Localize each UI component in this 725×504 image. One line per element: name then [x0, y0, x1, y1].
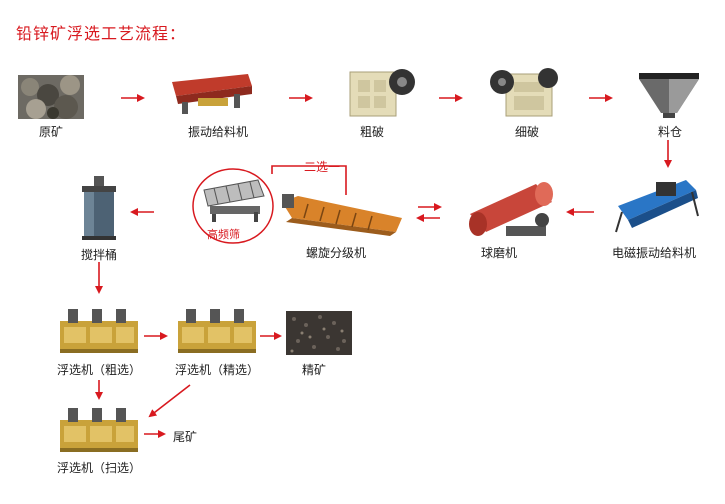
em-feeder-label: 电磁振动给料机	[611, 246, 697, 260]
flotation-cleaner-image	[174, 303, 260, 355]
flotation-scavenger-label: 浮选机（扫选）	[56, 461, 142, 475]
hf-screen-label: 高频筛	[207, 228, 240, 241]
choose-one-bracket	[271, 165, 347, 195]
em-feeder-image	[612, 176, 704, 234]
agitator-tank-image	[80, 176, 118, 242]
ball-mill-label: 球磨机	[480, 246, 518, 260]
flotation-rougher-image	[56, 303, 142, 355]
spiral-classifier-image	[278, 192, 406, 238]
page-title: 铅锌矿浮选工艺流程：	[16, 24, 187, 43]
vibrating-feeder-label: 振动给料机	[187, 125, 249, 139]
raw-ore-image	[18, 75, 84, 119]
vibrating-feeder-image	[168, 72, 254, 116]
spiral-classifier-label: 螺旋分级机	[305, 246, 367, 260]
tailings-label: 尾矿	[172, 430, 198, 444]
fine-crusher-label: 细破	[514, 125, 540, 139]
agitator-tank-label: 搅拌桶	[80, 248, 118, 262]
choose-one-label: 二选一	[304, 160, 341, 174]
concentrate-image	[286, 311, 352, 355]
coarse-crusher-label: 粗破	[359, 125, 385, 139]
concentrate-label: 精矿	[301, 363, 327, 377]
flotation-rougher-label: 浮选机（粗选）	[56, 363, 142, 377]
flotation-cleaner-label: 浮选机（精选）	[174, 363, 260, 377]
fine-crusher-image	[490, 62, 562, 118]
arrow-cleaner-to-scavenger	[148, 384, 191, 418]
storage-bin-label: 料仓	[657, 125, 683, 139]
hf-screen-circle	[190, 166, 276, 246]
ball-mill-image	[462, 180, 560, 240]
raw-ore-label: 原矿	[38, 125, 64, 139]
coarse-crusher-image	[344, 62, 416, 118]
flotation-scavenger-image	[56, 402, 142, 454]
storage-bin-image	[637, 73, 701, 119]
